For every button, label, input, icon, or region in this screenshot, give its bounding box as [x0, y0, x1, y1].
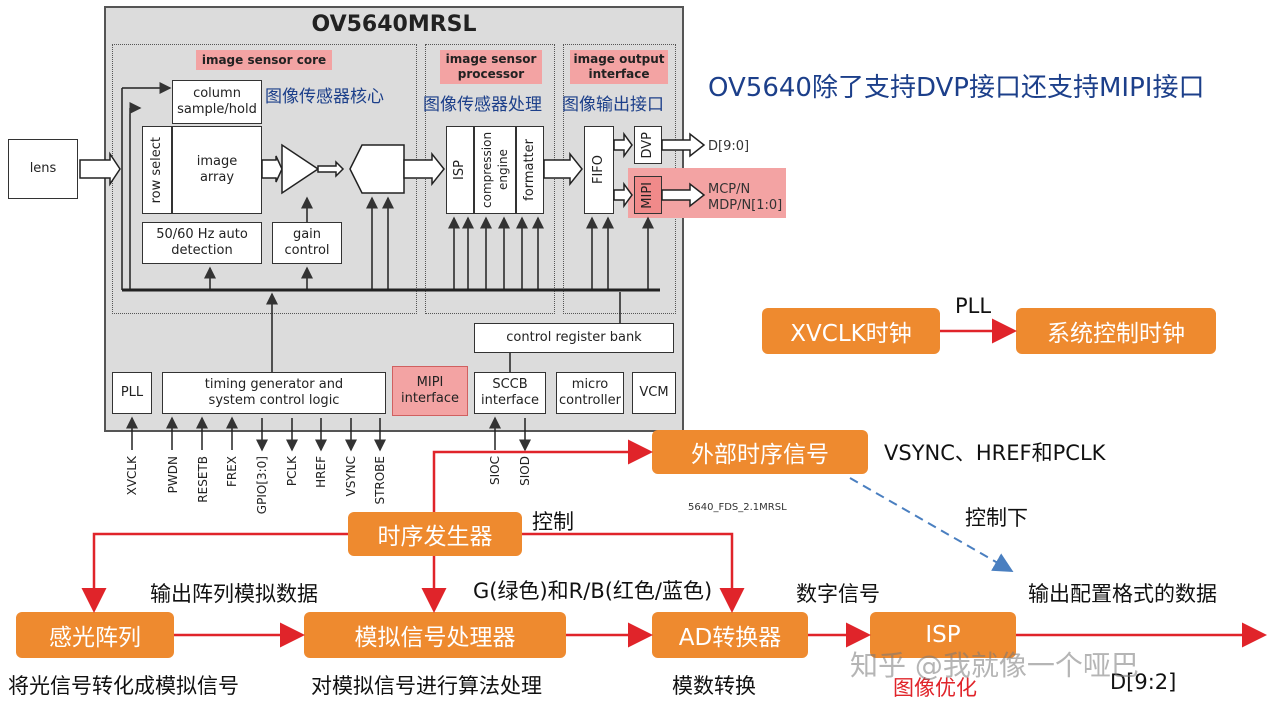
isp-desc-label: 图像优化: [893, 676, 977, 700]
fifo-box: FIFO: [584, 126, 614, 214]
ad-desc-label: 模数转换: [672, 674, 756, 698]
digital-signal-label: 数字信号: [796, 582, 880, 606]
mipi-interface-box: MIPI interface: [392, 366, 468, 416]
gain-control-box: gain control: [272, 222, 342, 264]
chip-title: OV5640MRSL: [311, 12, 477, 37]
timing-generator-box: timing generator and system control logi…: [162, 372, 386, 414]
formatter-box: formatter: [516, 126, 544, 214]
output-cn-label: 图像输出接口: [562, 95, 664, 115]
control-under-label: 控制下: [965, 506, 1028, 530]
mdp-label: MDP/N[1:0]: [708, 198, 783, 213]
row-select-box: row select: [142, 126, 172, 214]
d-out-label: D[9:0]: [708, 139, 750, 154]
ad-converter-box: AD转换器: [652, 612, 808, 658]
sensor-array-box: 感光阵列: [16, 612, 174, 658]
sensor-desc-label: 将光信号转化成模拟信号: [8, 674, 239, 698]
core-cn-label: 图像传感器核心: [265, 87, 384, 107]
analog-desc-label: 对模拟信号进行算法处理: [311, 674, 542, 698]
processor-header: image sensor processor: [440, 50, 542, 84]
column-sample-hold-box: column sample/hold: [172, 80, 262, 124]
grb-label: G(绿色)和R/B(红色/蓝色): [473, 579, 713, 603]
control-register-box: control register bank: [474, 323, 674, 353]
processor-section: [425, 44, 555, 314]
dvp-box: DVP: [634, 126, 662, 164]
processor-cn-label: 图像传感器处理: [423, 95, 542, 115]
external-signals-label: VSYNC、HREF和PCLK: [884, 441, 1106, 465]
compression-box: compression engine: [474, 126, 516, 214]
timing-generator-flow-box: 时序发生器: [348, 512, 522, 556]
headline: OV5640除了支持DVP接口还支持MIPI接口: [708, 73, 1205, 103]
sccb-interface-box: SCCB interface: [474, 372, 546, 414]
pll-label: PLL: [955, 294, 992, 318]
d-final-label: D[9:2]: [1110, 670, 1177, 694]
control-label: 控制: [532, 510, 574, 534]
isp-flow-box: ISP: [870, 612, 1016, 658]
system-clock-box: 系统控制时钟: [1016, 308, 1216, 354]
footnote: 5640_FDS_2.1MRSL: [688, 502, 787, 513]
external-timing-box: 外部时序信号: [652, 430, 868, 474]
output-analog-label: 输出阵列模拟数据: [150, 582, 318, 606]
image-array-box: image array: [172, 126, 262, 214]
analog-processor-box: 模拟信号处理器: [304, 612, 566, 658]
lens-box: lens: [8, 139, 78, 199]
xvclk-box: XVCLK时钟: [762, 308, 940, 354]
pll-box: PLL: [112, 372, 152, 414]
isp-box: ISP: [446, 126, 474, 214]
output-format-label: 输出配置格式的数据: [1028, 582, 1217, 606]
output-header: image output interface: [570, 50, 668, 84]
vcm-box: VCM: [632, 372, 676, 414]
micro-controller-box: micro controller: [556, 372, 624, 414]
mcp-label: MCP/N: [708, 182, 751, 197]
watermark: 知乎 @我就像一个哑巴: [850, 649, 1139, 682]
auto-detection-box: 50/60 Hz auto detection: [142, 222, 262, 264]
core-header: image sensor core: [196, 50, 332, 70]
